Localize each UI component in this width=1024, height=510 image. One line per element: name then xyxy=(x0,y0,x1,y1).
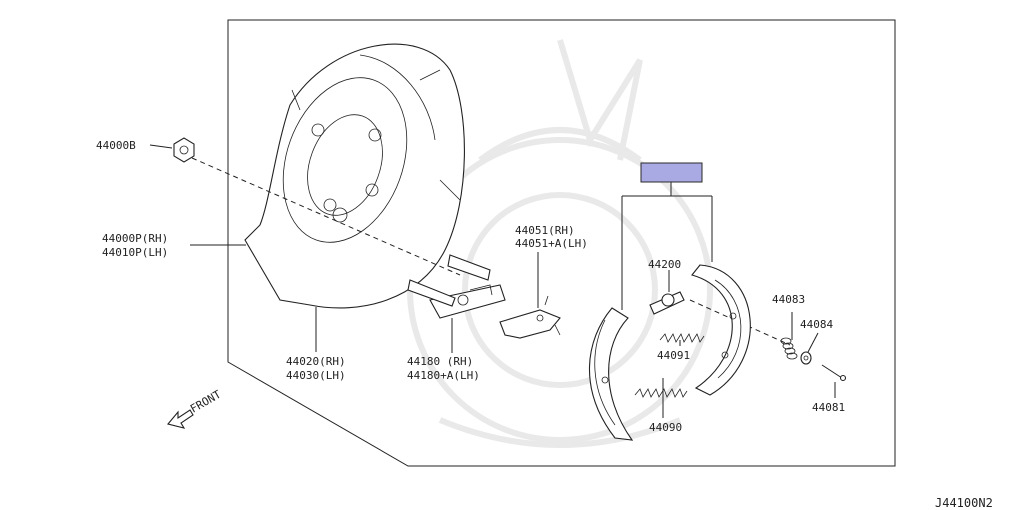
shoe-kit-tag xyxy=(640,162,703,183)
diagram-code: J44100N2 xyxy=(935,496,993,510)
label-nut: 44000B xyxy=(96,139,136,152)
label-backing-plate-lh: 44010P(LH) xyxy=(102,246,168,259)
leader-nut xyxy=(149,144,173,149)
label-pin: 44081 xyxy=(812,401,845,414)
nut-drawing xyxy=(173,137,195,163)
right-shoe-drawing xyxy=(691,264,751,396)
label-lever-lh: 44051+A(LH) xyxy=(515,237,588,250)
label-plate-hardware-rh: 44020(RH) xyxy=(286,355,346,368)
upper-spring-drawing xyxy=(659,333,705,343)
front-label: FRONT xyxy=(188,388,224,416)
hold-spring-drawing xyxy=(780,337,798,360)
retainer-drawing xyxy=(800,351,812,365)
leader-retainer xyxy=(807,332,819,353)
label-upper-spring: 44091 xyxy=(657,349,690,362)
label-adjuster: 44200 xyxy=(648,258,681,271)
left-shoe-drawing xyxy=(588,307,634,441)
assembly-axis xyxy=(191,157,461,276)
label-backing-plate-rh: 44000P(RH) xyxy=(102,232,168,245)
pin-drawing xyxy=(821,364,847,382)
label-plate-hardware-lh: 44030(LH) xyxy=(286,369,346,382)
label-retainer: 44084 xyxy=(800,318,833,331)
label-lever-rh: 44051(RH) xyxy=(515,224,575,237)
label-bracket-rh: 44180 (RH) xyxy=(407,355,473,368)
lower-spring-drawing xyxy=(634,388,688,398)
front-arrow-icon xyxy=(167,409,194,429)
backing-plate-drawing xyxy=(244,43,465,309)
label-lower-spring: 44090 xyxy=(649,421,682,434)
shoe-kit-bracket xyxy=(621,182,713,310)
label-hold-spring: 44083 xyxy=(772,293,805,306)
lever-drawing xyxy=(499,295,561,339)
adjuster-drawing xyxy=(649,291,685,315)
watermark-emblem xyxy=(407,39,713,448)
label-bracket-lh: 44180+A(LH) xyxy=(407,369,480,382)
diagram-frame xyxy=(227,19,896,467)
bracket-drawing xyxy=(407,254,506,319)
